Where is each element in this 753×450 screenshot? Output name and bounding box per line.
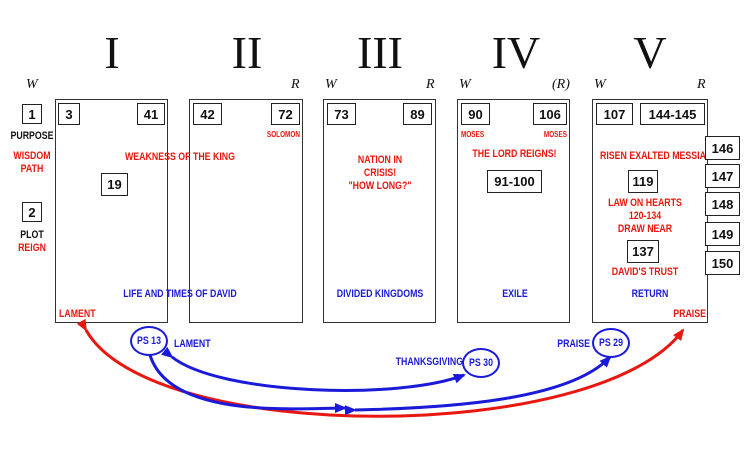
draw-near: DRAW NEAR bbox=[617, 223, 673, 235]
the-lord-reigns: THE LORD REIGNS! bbox=[472, 148, 557, 160]
purpose-label: PURPOSE bbox=[10, 130, 54, 142]
book-4-end: 106 bbox=[533, 103, 567, 125]
solomon-label: SOLOMON bbox=[266, 130, 300, 139]
psalm-146-box: 146 bbox=[705, 136, 740, 160]
w-marker: W bbox=[594, 77, 606, 92]
ps13-bubble: PS 13 bbox=[130, 326, 168, 356]
lament-label: LAMENT bbox=[174, 338, 211, 350]
life-and-times-of-david: LIFE AND TIMES OF DAVID bbox=[123, 288, 237, 300]
book-3-start: 73 bbox=[327, 103, 356, 125]
book-numeral-2: II bbox=[231, 27, 263, 78]
risen-exalted-messiah: RISEN EXALTED MESSIAH bbox=[600, 150, 713, 162]
psalm-19-box: 19 bbox=[101, 173, 128, 196]
path-label: PATH bbox=[20, 163, 44, 175]
book-numeral-1: I bbox=[104, 27, 120, 78]
psalm-2-box: 2 bbox=[22, 202, 42, 222]
book-numeral-5: V bbox=[633, 27, 667, 78]
psalm-1-box: 1 bbox=[22, 104, 42, 124]
moses-label-left: MOSES bbox=[461, 130, 485, 139]
book-numeral-4: IV bbox=[491, 27, 541, 78]
blue-return-ps29-arrow bbox=[344, 355, 612, 416]
psalm-119-box: 119 bbox=[628, 170, 658, 193]
ps13-label: PS 13 bbox=[137, 335, 161, 347]
r-marker: (R) bbox=[552, 77, 570, 92]
book-1-start: 3 bbox=[58, 103, 80, 125]
weakness-of-the-king: WEAKNESS OF THE KING bbox=[124, 151, 235, 163]
nation-in-crisis-3: "HOW LONG?" bbox=[348, 180, 412, 192]
ps30-bubble: PS 30 bbox=[462, 348, 500, 378]
davids-trust: DAVID'S TRUST bbox=[611, 266, 679, 278]
reign-label: REIGN bbox=[18, 242, 46, 254]
r-marker: R bbox=[426, 77, 435, 92]
w-marker: W bbox=[459, 77, 471, 92]
moses-label-right: MOSES bbox=[543, 130, 567, 139]
book-5-start: 107 bbox=[596, 103, 633, 125]
psalms-120-134: 120-134 bbox=[628, 210, 662, 222]
plot-label: PLOT bbox=[20, 229, 44, 241]
praise-label: PRAISE bbox=[557, 338, 590, 350]
book-5-praise: PRAISE bbox=[673, 308, 706, 320]
book-1-lament: LAMENT bbox=[59, 308, 96, 320]
psalm-148-box: 148 bbox=[705, 192, 740, 216]
psalm-150-box: 150 bbox=[705, 251, 740, 275]
w-marker: W bbox=[26, 77, 38, 92]
book-2-end: 72 bbox=[271, 103, 300, 125]
r-marker: R bbox=[291, 77, 300, 92]
red-lament-praise-arrow bbox=[76, 318, 685, 418]
psalms-91-100-box: 91-100 bbox=[487, 170, 542, 193]
book-3-end: 89 bbox=[403, 103, 432, 125]
book-numeral-3: III bbox=[357, 27, 403, 78]
ps29-bubble: PS 29 bbox=[592, 328, 630, 358]
psalm-147-box: 147 bbox=[705, 164, 740, 188]
return-label: RETURN bbox=[631, 288, 669, 300]
nation-in-crisis-2: CRISIS! bbox=[363, 167, 397, 179]
w-marker: W bbox=[325, 77, 337, 92]
book-2-box bbox=[189, 99, 303, 323]
book-1-box bbox=[55, 99, 168, 323]
psalm-149-box: 149 bbox=[705, 222, 740, 246]
book-4-box bbox=[457, 99, 570, 323]
thanksgiving-label: THANKSGIVING bbox=[395, 356, 464, 368]
wisdom-label: WISDOM bbox=[13, 150, 51, 162]
nation-in-crisis-1: NATION IN bbox=[357, 154, 403, 166]
psalm-137-box: 137 bbox=[627, 240, 659, 263]
book-5-end: 144-145 bbox=[640, 103, 705, 125]
divided-kingdoms: DIVIDED KINGDOMS bbox=[336, 288, 424, 300]
ps29-label: PS 29 bbox=[599, 337, 623, 349]
book-2-start: 42 bbox=[193, 103, 222, 125]
exile-label: EXILE bbox=[502, 288, 528, 300]
ps30-label: PS 30 bbox=[469, 357, 493, 369]
law-on-hearts: LAW ON HEARTS bbox=[608, 197, 682, 209]
blue-lament-thanksgiving-arrow bbox=[161, 346, 466, 392]
book-4-start: 90 bbox=[461, 103, 490, 125]
r-marker: R bbox=[697, 77, 706, 92]
book-1-end: 41 bbox=[137, 103, 165, 125]
book-3-box bbox=[323, 99, 436, 323]
